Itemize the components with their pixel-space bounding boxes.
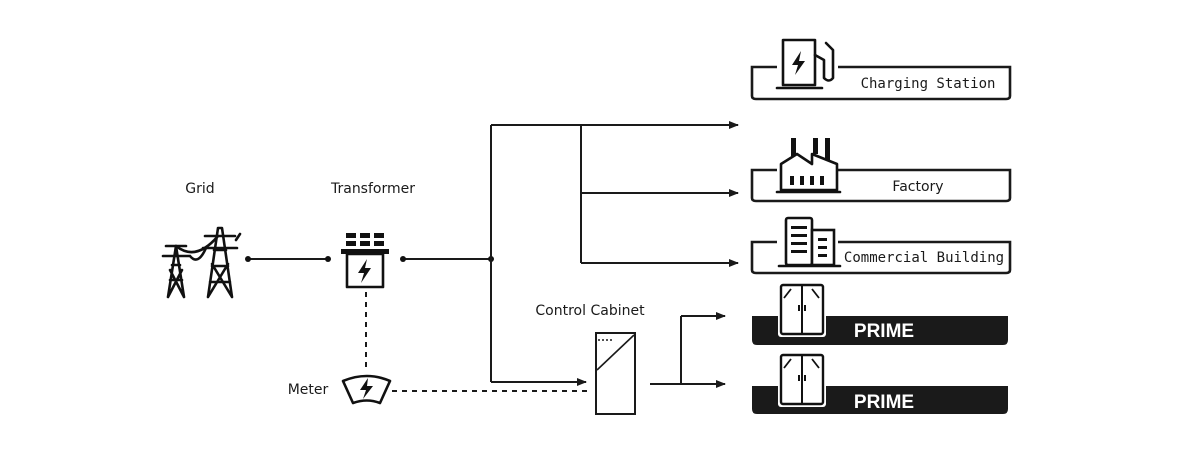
load-label: Factory bbox=[892, 179, 943, 195]
junction-dot bbox=[245, 256, 251, 262]
factory-icon bbox=[775, 138, 842, 194]
load-commercial-building: Commercial Building bbox=[750, 216, 1012, 275]
load-factory: Factory bbox=[750, 138, 1012, 203]
building-icon bbox=[777, 216, 842, 268]
load-label: Charging Station bbox=[861, 76, 996, 92]
meter-icon bbox=[341, 374, 392, 405]
connectors bbox=[245, 121, 739, 392]
storage-label: PRIME bbox=[854, 321, 914, 342]
transformer-node: Transformer bbox=[330, 181, 415, 289]
control-cabinet-node: Control Cabinet bbox=[535, 303, 645, 415]
transformer-label: Transformer bbox=[330, 181, 415, 197]
load-charging-station: Charging Station bbox=[750, 38, 1012, 101]
transformer-icon bbox=[341, 233, 389, 289]
battery-cabinet-icon bbox=[778, 282, 826, 337]
storage-label: PRIME bbox=[854, 392, 914, 413]
junction-dot bbox=[325, 256, 331, 262]
charging-station-icon bbox=[775, 38, 835, 90]
cabinet-icon bbox=[595, 332, 636, 415]
junction-dot bbox=[400, 256, 406, 262]
load-label: Commercial Building bbox=[844, 250, 1004, 266]
meter-label: Meter bbox=[288, 382, 329, 398]
meter-node: Meter bbox=[288, 374, 392, 405]
grid-label: Grid bbox=[185, 181, 214, 197]
battery-cabinet-icon bbox=[778, 352, 826, 407]
storage-unit-1: PRIME bbox=[752, 282, 1008, 345]
control-cabinet-label: Control Cabinet bbox=[535, 303, 645, 319]
storage-unit-2: PRIME bbox=[752, 352, 1008, 414]
power-tower-icon bbox=[161, 226, 242, 299]
grid-node: Grid bbox=[161, 181, 242, 299]
